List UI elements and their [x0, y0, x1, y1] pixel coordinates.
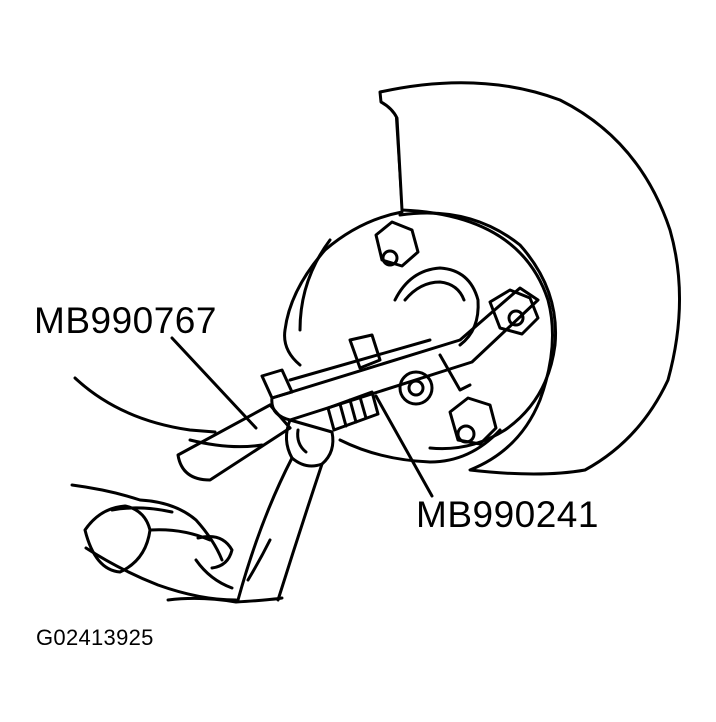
wheel-hub — [393, 211, 558, 451]
hand — [70, 483, 284, 604]
tool-label-remover: MB990241 — [416, 494, 599, 535]
remover-bar — [270, 286, 540, 422]
figure-id: G02413925 — [36, 625, 154, 650]
hub-nut-right — [488, 288, 540, 336]
tool-label-puller: MB990767 — [34, 300, 217, 341]
steering-knuckle — [73, 210, 502, 464]
leader-line-mb990767 — [170, 336, 258, 430]
lower-arm — [236, 456, 324, 602]
center-bolt — [285, 390, 380, 468]
puller-handle — [176, 368, 294, 482]
backing-plate — [378, 81, 682, 476]
hub-nut-bottom — [448, 396, 498, 446]
hub-nut-top — [374, 220, 420, 268]
leader-line-mb990241 — [374, 394, 434, 498]
